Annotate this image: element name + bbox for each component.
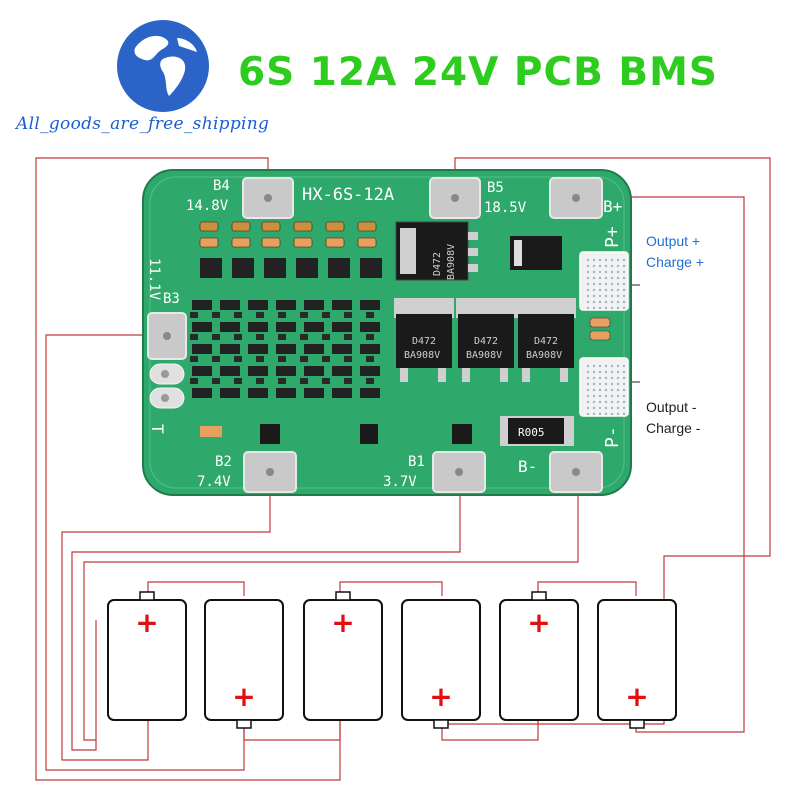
charge-minus-label: Charge - <box>646 420 701 436</box>
mosfet-3-part: D472 <box>534 336 558 347</box>
battery-cell: + <box>401 599 481 729</box>
mosfets <box>394 221 576 382</box>
connector-p-plus <box>579 251 629 311</box>
pcb-substrate <box>142 169 632 496</box>
globe-logo-icon <box>115 18 211 114</box>
product-title: 6S 12A 24V PCB BMS <box>238 50 719 95</box>
label-p-plus: P+ <box>602 226 623 248</box>
battery-plus-symbol: + <box>527 606 550 639</box>
mosfet-2-part: D472 <box>474 336 498 347</box>
mosfet-2-code: BA908V <box>466 350 502 361</box>
battery-plus-symbol: + <box>331 606 354 639</box>
pcb-board: B4 14.8V HX-6S-12A B5 18.5V B+ B3 11.1V … <box>142 169 632 496</box>
battery-cell: + <box>597 599 677 729</box>
battery-cell: + <box>107 591 187 721</box>
battery-cell: + <box>303 591 383 721</box>
annotations: Output + Charge + Output - Charge - <box>646 233 704 436</box>
voltage-b4: 14.8V <box>186 198 229 214</box>
shunt-label: R005 <box>518 426 545 439</box>
charge-plus-label: Charge + <box>646 254 704 270</box>
label-b3: B3 <box>163 291 180 307</box>
label-b5: B5 <box>487 180 504 196</box>
output-minus-label: Output - <box>646 399 697 415</box>
battery-plus-symbol: + <box>135 606 158 639</box>
mosfet-1-code: BA908V <box>404 350 440 361</box>
mosfet-1-part: D472 <box>412 336 436 347</box>
mosfet-1 <box>394 298 454 382</box>
mosfet-3 <box>516 298 576 382</box>
batteries: + + + + + + <box>107 591 677 729</box>
label-b4: B4 <box>213 178 230 194</box>
label-t: T <box>148 424 167 434</box>
label-p-minus: P- <box>602 426 623 448</box>
output-plus-label: Output + <box>646 233 700 249</box>
label-b-plus: B+ <box>603 197 622 216</box>
label-b-minus: B- <box>518 457 537 476</box>
battery-cell: + <box>499 591 579 721</box>
mosfet-top <box>395 221 478 281</box>
battery-plus-symbol: + <box>625 680 648 713</box>
mosfet-2 <box>456 298 516 382</box>
label-b1: B1 <box>408 454 425 470</box>
board-text: B4 14.8V HX-6S-12A B5 18.5V B+ B3 11.1V … <box>146 178 623 490</box>
voltage-b5: 18.5V <box>484 200 527 216</box>
connector-p-minus <box>579 357 629 417</box>
shop-tagline: All_goods_are_free_shipping <box>16 114 270 134</box>
battery-plus-symbol: + <box>232 680 255 713</box>
mosfet-top-code: BA908V <box>446 244 457 280</box>
diode <box>510 236 562 270</box>
voltage-b3: 11.1V <box>146 258 162 301</box>
battery-plus-symbol: + <box>429 680 452 713</box>
mosfet-top-part: D472 <box>432 252 443 276</box>
mosfet-3-code: BA908V <box>526 350 562 361</box>
model-label: HX-6S-12A <box>302 185 394 205</box>
shunt-resistor <box>500 416 574 446</box>
voltage-b2: 7.4V <box>197 474 231 490</box>
label-b2: B2 <box>215 454 232 470</box>
battery-cell: + <box>204 599 284 729</box>
voltage-b1: 3.7V <box>383 474 417 490</box>
